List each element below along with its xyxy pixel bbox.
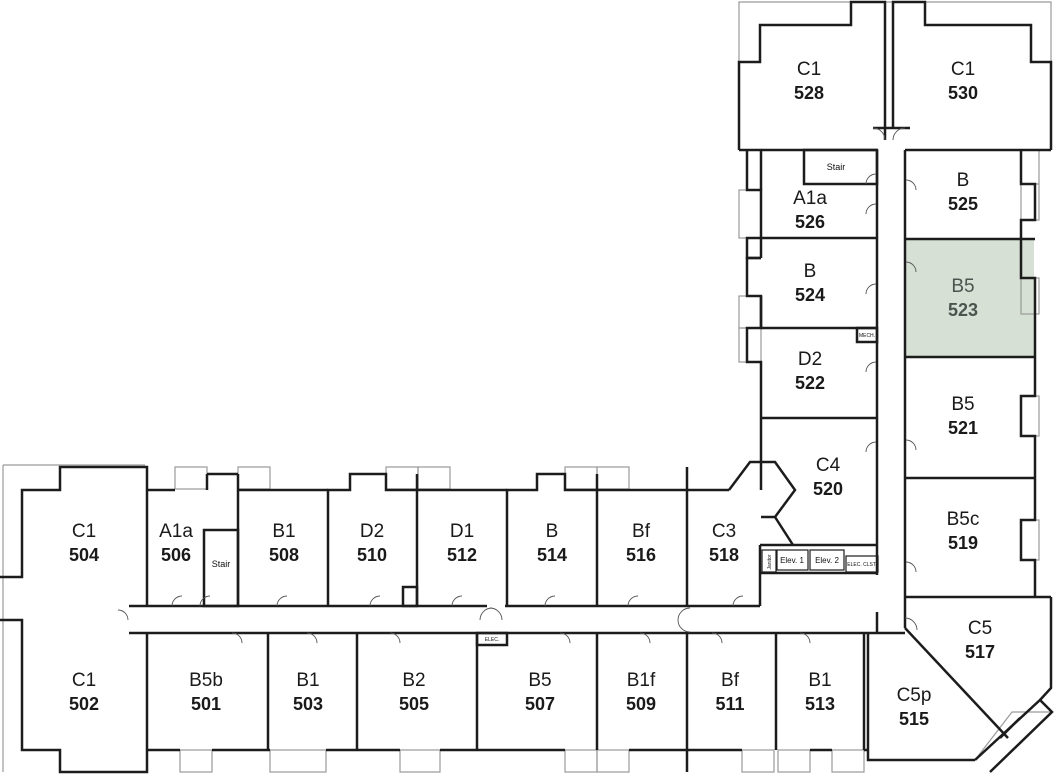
unit-number-label: 503 [293, 694, 323, 714]
unit-number-label: 510 [357, 545, 387, 565]
unit-number-label: 512 [447, 545, 477, 565]
stair-west-label: Stair [212, 559, 231, 569]
unit-type-label: A1a [793, 188, 827, 209]
unit-number-label: 517 [965, 642, 995, 662]
unit-number-label: 505 [399, 694, 429, 714]
janitor-label: Janitor [767, 554, 773, 569]
unit-number-label: 509 [626, 694, 656, 714]
unit-511[interactable]: Bf 511 [715, 670, 744, 714]
unit-type-label: C3 [712, 521, 736, 542]
unit-type-label: B [957, 170, 970, 191]
elevator-1-label: Elev. 1 [780, 556, 804, 565]
unit-type-label: C1 [951, 59, 975, 80]
unit-type-label: B [804, 261, 817, 282]
unit-type-label: C1 [797, 59, 821, 80]
unit-number-label: 506 [161, 545, 191, 565]
unit-type-label: B1 [296, 670, 319, 691]
unit-type-label: B1 [272, 521, 295, 542]
unit-number-label: 511 [715, 694, 744, 714]
unit-number-label: 513 [805, 694, 835, 714]
unit-number-label: 508 [269, 545, 299, 565]
unit-number-label: 522 [795, 373, 825, 393]
elevator-2-label: Elev. 2 [815, 556, 839, 565]
unit-number-label: 520 [813, 479, 843, 499]
unit-type-label: D1 [450, 521, 474, 542]
elec-label: ELEC. [485, 637, 499, 643]
stair-east-label: Stair [827, 162, 846, 172]
unit-type-label: Bf [721, 670, 740, 691]
unit-type-label: A1a [159, 521, 193, 542]
unit-type-label: C5 [968, 618, 992, 639]
unit-number-label: 501 [191, 694, 221, 714]
unit-number-label: 514 [537, 545, 567, 565]
unit-number-label: 504 [69, 545, 99, 565]
unit-524[interactable]: B 524 [795, 261, 825, 305]
unit-type-label: C1 [72, 521, 96, 542]
unit-type-label: B5 [528, 670, 551, 691]
unit-number-label: 523 [948, 300, 978, 320]
unit-type-label: C1 [72, 670, 96, 691]
selected-unit-highlight [904, 239, 1034, 357]
unit-type-label: B5c [947, 509, 980, 530]
mech-label: MECH. [859, 333, 875, 339]
unit-type-label: B1 [808, 670, 831, 691]
unit-type-label: C4 [816, 455, 841, 476]
unit-type-label: B1f [627, 670, 656, 691]
unit-514[interactable]: B 514 [537, 521, 567, 565]
elec-clst-label: ELEC. CLST. [847, 562, 876, 568]
unit-number-label: 530 [948, 83, 978, 103]
unit-525[interactable]: B 525 [948, 170, 978, 214]
unit-number-label: 502 [69, 694, 99, 714]
utility-labels: Stair Stair MECH. Elev. 1 Elev. 2 ELEC. … [212, 162, 877, 643]
unit-number-label: 524 [795, 285, 825, 305]
unit-number-label: 518 [709, 545, 739, 565]
unit-number-label: 516 [626, 545, 656, 565]
unit-type-label: B5b [189, 670, 223, 691]
unit-type-label: B5 [951, 276, 974, 297]
unit-number-label: 526 [795, 212, 825, 232]
doors [117, 127, 918, 644]
unit-type-label: B [546, 521, 559, 542]
unit-number-label: 525 [948, 194, 978, 214]
unit-number-label: 519 [948, 533, 978, 553]
unit-number-label: 515 [899, 709, 929, 729]
unit-type-label: D2 [798, 349, 822, 370]
unit-number-label: 528 [794, 83, 824, 103]
unit-type-label: Bf [632, 521, 651, 542]
unit-number-label: 507 [525, 694, 555, 714]
unit-type-label: D2 [360, 521, 384, 542]
unit-516[interactable]: Bf 516 [626, 521, 656, 565]
unit-type-label: B2 [402, 670, 425, 691]
unit-type-label: C5p [897, 685, 932, 706]
unit-number-label: 521 [948, 418, 978, 438]
unit-type-label: B5 [951, 394, 974, 415]
